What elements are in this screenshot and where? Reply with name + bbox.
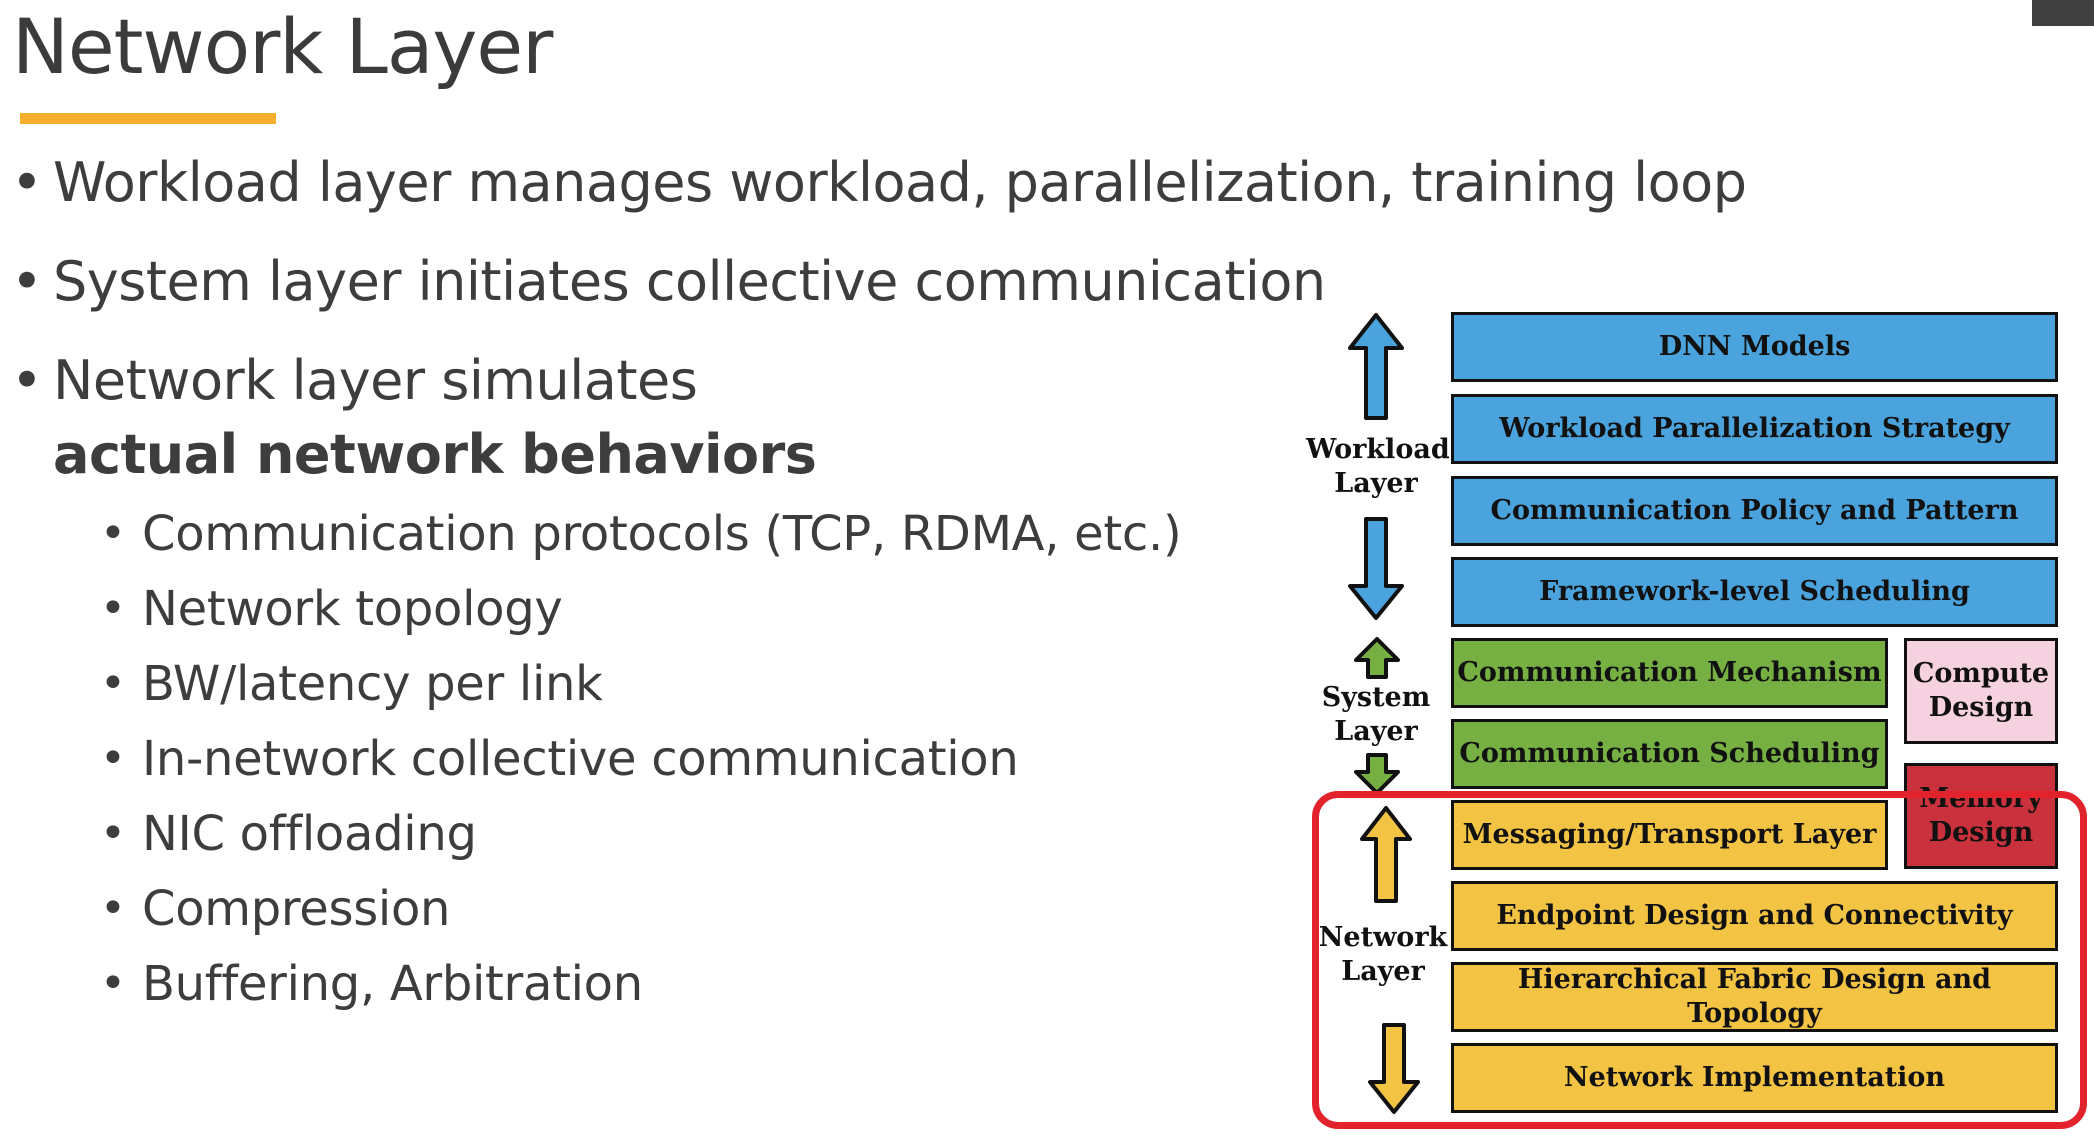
- bullet-network-layer: Network layer simulates actual network b…: [11, 344, 817, 492]
- workload-down-arrow-icon: [1348, 517, 1404, 620]
- sub-bullet-bw-latency: BW/latency per link: [100, 652, 603, 716]
- communication-scheduling-box: Communication Scheduling: [1451, 719, 1888, 789]
- sub-bullet-topology: Network topology: [100, 577, 563, 641]
- workload-layer-label: Workload Layer: [1306, 434, 1450, 499]
- corner-block: [2032, 0, 2094, 26]
- communication-mechanism-box: Communication Mechanism: [1451, 638, 1888, 708]
- system-up-arrow-icon: [1354, 637, 1400, 679]
- sub-bullet-in-network: In-network collective communication: [100, 727, 1019, 791]
- network-implementation-box: Network Implementation: [1451, 1043, 2058, 1113]
- workload-parallelization-box: Workload Parallelization Strategy: [1451, 394, 2058, 464]
- bullet-workload-layer: Workload layer manages workload, paralle…: [11, 146, 1747, 220]
- bullet-network-layer-bold: actual network behaviors: [53, 423, 817, 486]
- communication-policy-box: Communication Policy and Pattern: [1451, 476, 2058, 546]
- sub-bullet-buffering: Buffering, Arbitration: [100, 952, 643, 1016]
- sub-bullet-compression: Compression: [100, 877, 450, 941]
- hierarchical-fabric-box: Hierarchical Fabric Design and Topology: [1451, 962, 2058, 1032]
- workload-up-arrow-icon: [1348, 313, 1404, 420]
- network-down-arrow-icon: [1368, 1023, 1420, 1114]
- framework-scheduling-box: Framework-level Scheduling: [1451, 557, 2058, 627]
- memory-design-box: Memory Design: [1904, 763, 2058, 869]
- endpoint-design-box: Endpoint Design and Connectivity: [1451, 881, 2058, 951]
- bullet-network-layer-text: Network layer simulates: [53, 349, 698, 412]
- system-layer-label: System Layer: [1321, 682, 1431, 747]
- network-layer-label: Network Layer: [1318, 922, 1448, 987]
- messaging-transport-box: Messaging/Transport Layer: [1451, 800, 1888, 870]
- sub-bullet-protocols: Communication protocols (TCP, RDMA, etc.…: [100, 502, 1182, 566]
- sub-bullet-nic: NIC offloading: [100, 802, 477, 866]
- slide-title: Network Layer: [12, 2, 553, 91]
- network-layer-highlight: [1312, 791, 2087, 1129]
- system-down-arrow-icon: [1354, 753, 1400, 795]
- title-underline: [20, 113, 276, 124]
- compute-design-box: Compute Design: [1904, 638, 2058, 744]
- network-up-arrow-icon: [1360, 806, 1412, 903]
- bullet-system-layer: System layer initiates collective commun…: [11, 245, 1326, 319]
- dnn-models-box: DNN Models: [1451, 312, 2058, 382]
